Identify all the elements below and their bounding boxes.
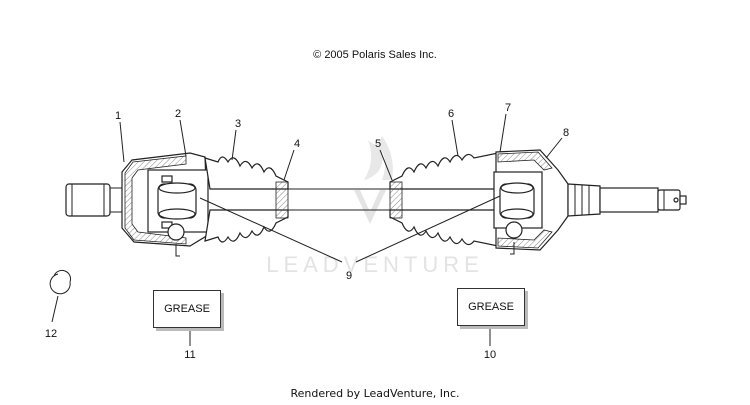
callout-2: 2: [175, 108, 181, 120]
callout-numbers: 1 2 3 4 5 6 7 8 9 10 11 12: [45, 102, 569, 361]
callout-11: 11: [184, 349, 195, 361]
right-outer-cv-housing: [493, 149, 569, 255]
callout-12: 12: [45, 328, 57, 340]
right-boot: [389, 152, 499, 247]
callout-1: 1: [115, 110, 121, 122]
callout-6: 6: [448, 108, 454, 120]
grease-text-left: GREASE: [164, 303, 210, 315]
left-boot: [204, 156, 289, 243]
left-outer-cv-housing: [121, 152, 209, 257]
callout-4: 4: [294, 138, 300, 150]
grease-label-left: GREASE: [153, 290, 221, 328]
footer-text: Rendered by LeadVenture, Inc.: [290, 387, 460, 400]
retaining-ring-icon: [49, 269, 72, 295]
grease-text-right: GREASE: [468, 301, 514, 313]
callout-8: 8: [563, 127, 569, 139]
watermark: LEADVENTURE: [266, 136, 484, 277]
right-stub-shaft: [567, 183, 687, 217]
callout-10: 10: [484, 349, 496, 361]
callout-3: 3: [235, 118, 241, 130]
callout-9: 9: [346, 270, 352, 282]
callout-7: 7: [505, 102, 511, 114]
watermark-text: LEADVENTURE: [266, 252, 484, 277]
copyright-text: © 2005 Polaris Sales Inc.: [313, 49, 437, 61]
left-stub-shaft: [65, 183, 122, 217]
grease-label-right: GREASE: [457, 288, 525, 326]
leader-lines: [51, 113, 563, 346]
callout-5: 5: [375, 138, 381, 150]
